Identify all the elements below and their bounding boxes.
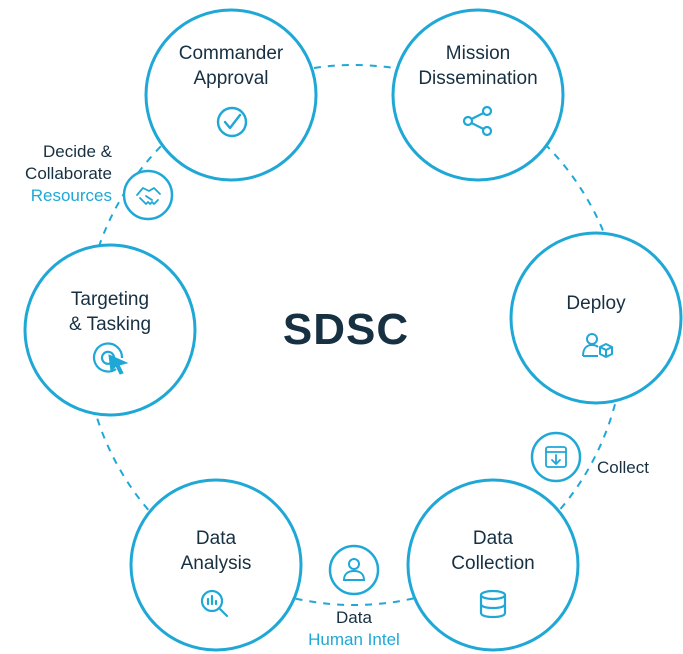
- node-label-analysis: Data Analysis: [136, 526, 296, 576]
- node-targeting-tasking: [23, 243, 197, 417]
- connector-data-human-intel: [328, 544, 380, 596]
- node-label-collection: Data Collection: [413, 526, 573, 576]
- node-mission-line2: Dissemination: [418, 68, 538, 89]
- node-mission-line1: Mission: [445, 43, 511, 64]
- node-targeting-line2: & Tasking: [68, 314, 152, 335]
- node-analysis-line1: Data: [195, 528, 237, 549]
- connector-label-collect: Collect: [597, 457, 649, 479]
- node-data-analysis: [129, 478, 303, 652]
- node-data-collection: [406, 478, 580, 652]
- node-commander-line1: Commander: [178, 43, 284, 64]
- node-commander-approval: [144, 8, 318, 182]
- node-collection-line1: Data: [472, 528, 514, 549]
- node-collection-line2: Collection: [451, 553, 535, 574]
- connector-label-data: Data Human Intel: [284, 607, 424, 651]
- connector-collect: [530, 431, 582, 483]
- handshake-icon: [136, 187, 161, 205]
- database-icon: [479, 589, 507, 619]
- node-commander-line2: Approval: [193, 68, 269, 89]
- node-label-commander: Commander Approval: [151, 41, 311, 91]
- center-title: SDSC: [282, 305, 410, 354]
- chart-search-icon: [200, 589, 229, 618]
- decide-line3: Resources: [30, 186, 112, 205]
- connector-decide-collaborate: [122, 169, 174, 221]
- node-label-targeting: Targeting & Tasking: [30, 287, 190, 337]
- node-label-mission: Mission Dissemination: [398, 41, 558, 91]
- target-cursor-icon: [92, 342, 129, 375]
- share-icon: [462, 105, 493, 137]
- node-mission-dissemination: [391, 8, 565, 182]
- data-line1: Data: [336, 608, 372, 627]
- check-circle-icon: [216, 106, 248, 138]
- decide-line2: Collaborate: [25, 164, 112, 183]
- decide-line1: Decide &: [43, 142, 112, 161]
- connector-label-decide: Decide & Collaborate Resources: [0, 141, 112, 207]
- person-icon: [342, 558, 366, 581]
- node-label-deploy: Deploy: [516, 291, 676, 316]
- node-deploy-line1: Deploy: [566, 293, 626, 314]
- download-box-icon: [545, 446, 567, 468]
- data-line2: Human Intel: [308, 630, 400, 649]
- node-deploy: [509, 231, 683, 405]
- node-analysis-line2: Analysis: [180, 553, 252, 574]
- collect-line1: Collect: [597, 458, 649, 477]
- user-box-icon: [582, 333, 613, 358]
- node-targeting-line1: Targeting: [70, 289, 150, 310]
